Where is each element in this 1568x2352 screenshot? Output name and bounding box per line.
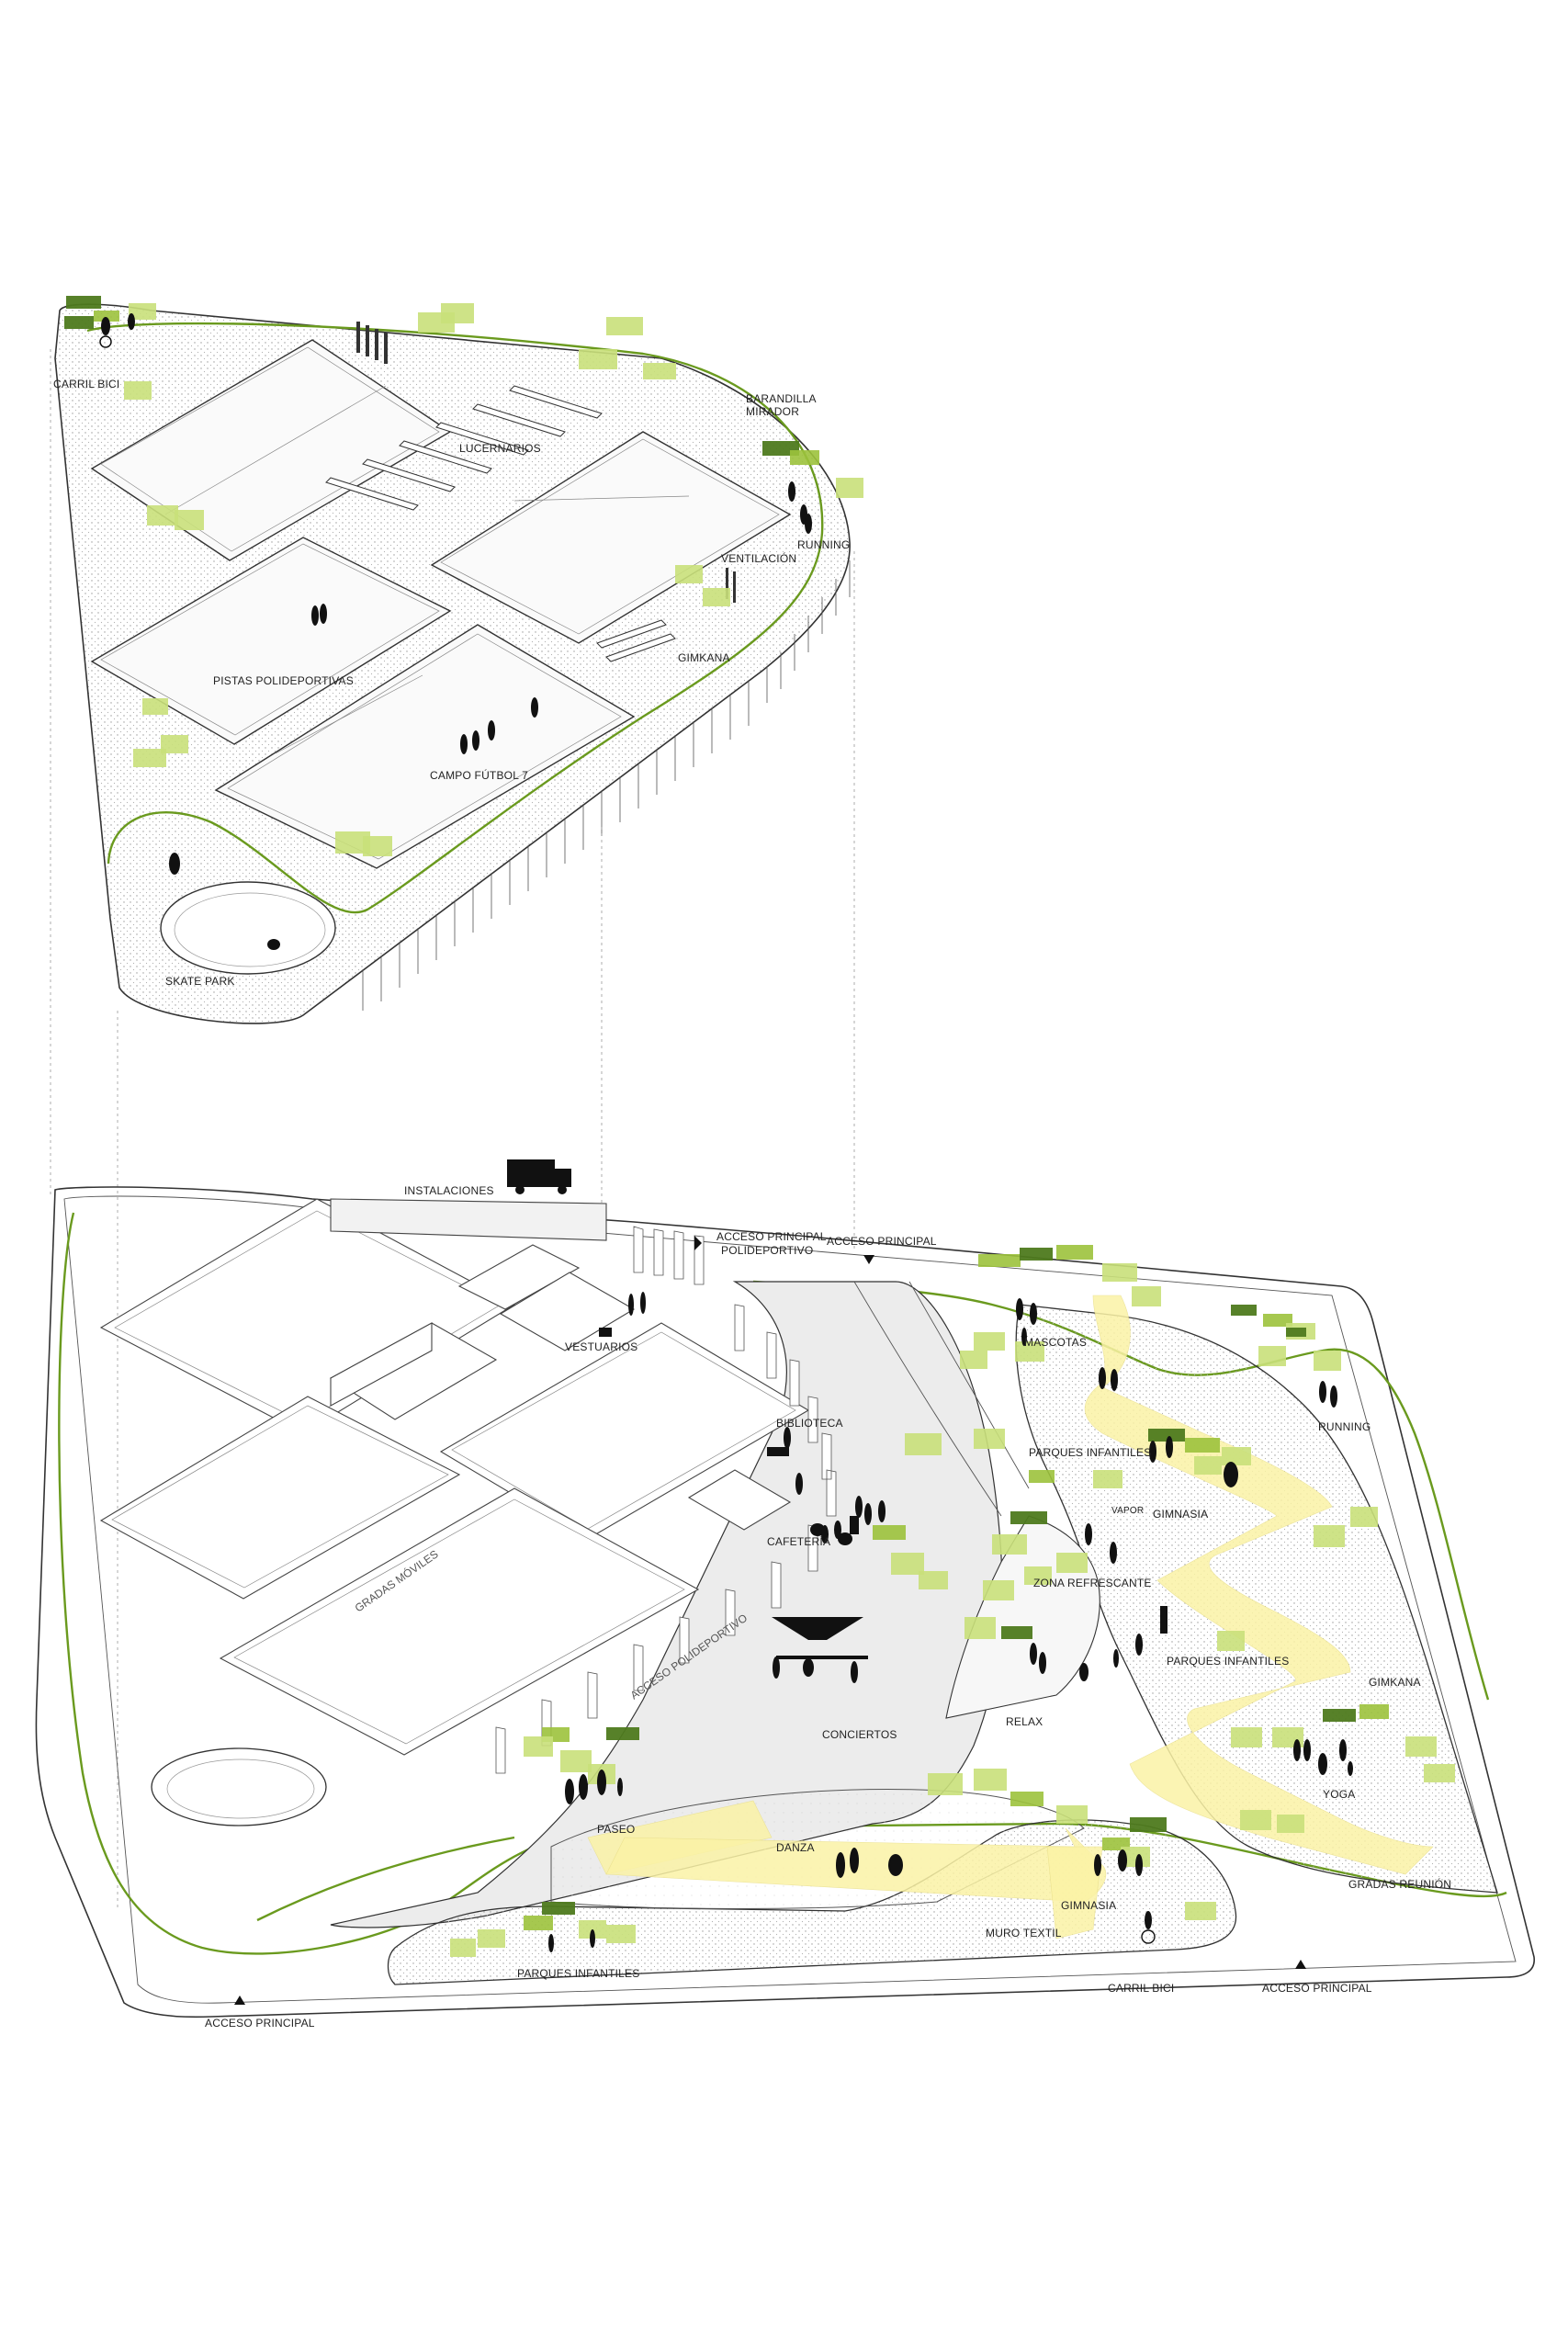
label-vestuarios: VESTUARIOS — [565, 1340, 637, 1353]
label-campo: CAMPO FÚTBOL 7 — [430, 768, 528, 782]
access-markers — [234, 1236, 1306, 2005]
label-cafeteria: CAFETERÍA — [767, 1534, 830, 1548]
ground-people — [548, 1292, 1353, 1952]
label-danza: DANZA — [776, 1841, 815, 1854]
label-acceso-poli-2: POLIDEPORTIVO — [721, 1244, 813, 1257]
label-lucernarios: LUCERNARIOS — [459, 442, 541, 455]
label-ventilacion: VENTILACIÓN — [721, 551, 796, 565]
label-zona-refrescante: ZONA REFRESCANTE — [1033, 1577, 1152, 1589]
label-acceso-poli-1: ACCESO PRINCIPAL — [716, 1230, 827, 1243]
access-triangle-top — [694, 1236, 702, 1250]
label-acceso-principal-top: ACCESO PRINCIPAL — [827, 1235, 937, 1248]
label-muro-textil: MURO TEXTIL — [986, 1927, 1062, 1939]
label-instalaciones: INSTALACIONES — [404, 1184, 494, 1197]
ground-skate-bowl — [151, 1747, 327, 1826]
label-roof-running: RUNNING — [797, 538, 850, 551]
label-vapor: VAPOR — [1111, 1506, 1144, 1516]
label-mascotas: MASCOTAS — [1024, 1336, 1087, 1349]
label-skate: SKATE PARK — [165, 975, 235, 988]
site-boundary — [35, 1186, 1535, 2018]
support-columns — [362, 560, 851, 1011]
label-relax: RELAX — [1006, 1715, 1043, 1728]
roof-courts — [90, 339, 792, 869]
ground-plan: INSTALACIONES ACCESO PRINCIPAL POLIDEPOR… — [35, 1159, 1535, 2030]
sports-building — [99, 1198, 810, 1756]
roof-plan: CARRIL BICI BARANDILLA MIRADOR LUCERNARI… — [53, 296, 863, 1024]
label-parques-1: PARQUES INFANTILES — [1029, 1446, 1151, 1459]
label-pistas: PISTAS POLIDEPORTIVAS — [213, 674, 354, 687]
ventilation-stacks — [356, 322, 736, 603]
label-paseo: PASEO — [597, 1823, 635, 1836]
label-barandilla: BARANDILLA — [746, 392, 817, 405]
roof-people — [99, 313, 812, 950]
label-biblioteca: BIBLIOTECA — [776, 1417, 843, 1430]
label-gradas-reunion: GRADAS REUNIÓN — [1348, 1877, 1451, 1891]
cafeteria-tables — [821, 1516, 859, 1544]
label-gimkana: GIMKANA — [1369, 1676, 1421, 1689]
projection-lines — [50, 349, 855, 1911]
ground-trees — [450, 1245, 1455, 1957]
access-triangle-bottom — [234, 1996, 245, 2005]
label-mirador: MIRADOR — [746, 405, 799, 418]
label-roof-carril-bici: CARRIL BICI — [53, 378, 119, 390]
label-acceso-principal-bottom: ACCESO PRINCIPAL — [205, 2017, 315, 2030]
label-parques-2: PARQUES INFANTILES — [1167, 1655, 1289, 1668]
skylights — [325, 385, 676, 662]
label-gimnasia-1: GIMNASIA — [1153, 1508, 1208, 1521]
label-gimnasia-2: GIMNASIA — [1061, 1899, 1116, 1912]
label-acceso-principal-right: ACCESO PRINCIPAL — [1262, 1982, 1372, 1995]
label-carril-bici: CARRIL BICI — [1108, 1982, 1174, 1995]
access-triangle-right — [1295, 1960, 1306, 1969]
label-roof-gimkana: GIMKANA — [678, 651, 730, 664]
label-conciertos: CONCIERTOS — [822, 1728, 897, 1741]
roof-trees — [64, 296, 863, 856]
roof-running-path — [86, 322, 824, 914]
label-yoga: YOGA — [1323, 1788, 1355, 1801]
label-parques-3: PARQUES INFANTILES — [517, 1967, 639, 1980]
skate-bowl — [160, 881, 336, 975]
landscape-zone-right — [1015, 1304, 1498, 1894]
truck-icon — [507, 1159, 571, 1194]
access-triangle-mid — [863, 1255, 874, 1264]
label-running: RUNNING — [1318, 1420, 1371, 1433]
